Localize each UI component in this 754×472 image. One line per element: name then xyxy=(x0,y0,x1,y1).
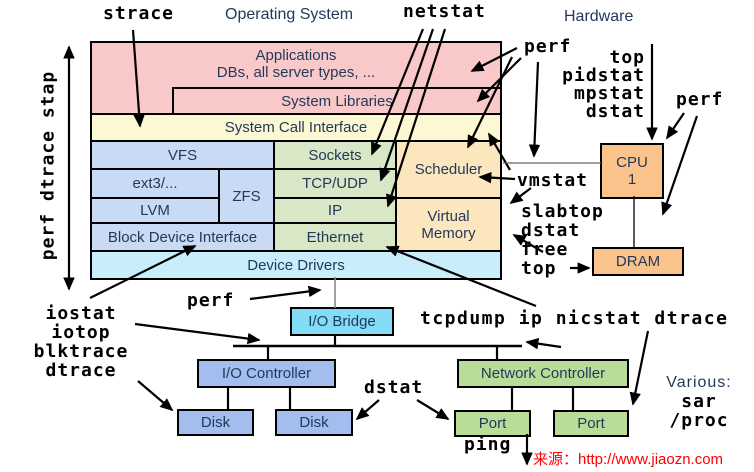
iostat-label: iostat xyxy=(45,303,117,324)
device-drivers-box: Device Drivers xyxy=(90,250,502,280)
tcp-udp-box: TCP/UDP xyxy=(273,168,397,199)
virtual-memory-label-2: Memory xyxy=(421,224,476,242)
applications-label: Applications xyxy=(255,47,337,64)
arrow-perf-bottom-to-bridge-line xyxy=(249,285,322,301)
system-call-interface-box: System Call Interface xyxy=(90,113,502,142)
sar-label: sar xyxy=(681,391,717,412)
vfs-box: VFS xyxy=(90,140,275,170)
disk-left-box: Disk xyxy=(177,409,254,436)
applications-sublabel: DBs, all server types, ... xyxy=(216,64,376,81)
dstat-label: dstat xyxy=(585,101,645,122)
sockets-box: Sockets xyxy=(273,140,397,170)
arrow-perf-to-cpu-line xyxy=(528,61,541,158)
block-device-interface-box: Block Device Interface xyxy=(90,222,275,252)
io-controller-label: I/O Controller xyxy=(221,365,312,382)
network-controller-box: Network Controller xyxy=(457,359,629,388)
dstat-mem-label: dstat xyxy=(521,220,581,241)
ip-box: IP xyxy=(273,197,397,224)
top-mem-label: top xyxy=(521,258,557,279)
ext3-label: ext3/... xyxy=(132,175,178,192)
io-bridge-box: I/O Bridge xyxy=(290,307,394,336)
ip-label: IP xyxy=(327,202,343,219)
arrow-dstat-to-port-left xyxy=(416,399,450,420)
netstat-label: netstat xyxy=(403,1,486,22)
blktrace-label: blktrace xyxy=(33,341,129,362)
disk-left-label: Disk xyxy=(200,414,231,431)
system-call-interface-label: System Call Interface xyxy=(224,119,368,136)
sockets-label: Sockets xyxy=(308,146,362,164)
dram-box: DRAM xyxy=(592,247,684,276)
lvm-box: LVM xyxy=(90,197,220,224)
dstat-bottom-label: dstat xyxy=(364,377,424,398)
arrow-perf-right-to-cpu xyxy=(666,112,685,140)
ping-label: ping xyxy=(464,434,512,455)
cpu-label: CPU xyxy=(616,154,648,171)
perf-bottom-label: perf xyxy=(187,290,235,311)
scheduler-box: Scheduler xyxy=(395,140,502,199)
dtrace-label: dtrace xyxy=(45,360,117,381)
tcp-udp-label: TCP/UDP xyxy=(302,175,368,192)
arrow-dtrace-to-disk-left xyxy=(137,380,174,412)
ethernet-label: Ethernet xyxy=(306,228,364,246)
cpu-tools-stack: top pidstat mpstat dstat xyxy=(540,49,645,121)
cpu-number-label: 1 xyxy=(627,171,637,188)
port-right-label: Port xyxy=(577,415,605,432)
various-tools-stack: Various: sar /proc xyxy=(648,374,750,430)
zfs-box: ZFS xyxy=(218,168,275,224)
cpu-box: CPU 1 xyxy=(600,143,664,199)
arrow-dtrace-to-port-right xyxy=(629,330,650,406)
port-left-label: Port xyxy=(478,415,507,432)
various-label: Various: xyxy=(666,374,732,391)
io-bridge-label: I/O Bridge xyxy=(308,313,376,330)
perf-right-label: perf xyxy=(676,89,724,110)
watermark-source-text: 来源：http://www.jiaozn.com xyxy=(533,451,724,468)
hardware-header: Hardware xyxy=(564,8,634,25)
network-controller-label: Network Controller xyxy=(480,365,606,382)
arrow-dstat-to-disk-right xyxy=(355,399,380,421)
free-label: free xyxy=(521,239,569,260)
ethernet-box: Ethernet xyxy=(273,222,397,252)
memory-tools-stack: slabtop dstat free top xyxy=(521,202,604,278)
port-left-box: Port xyxy=(454,410,531,437)
block-device-interface-label: Block Device Interface xyxy=(107,228,258,246)
arrow-iostat-to-bus xyxy=(134,322,261,345)
ext3-box: ext3/... xyxy=(90,168,220,199)
perf-top-label: perf xyxy=(524,36,572,57)
system-libraries-label: System Libraries xyxy=(281,92,393,110)
slabtop-label: slabtop xyxy=(521,201,604,222)
iotop-label: iotop xyxy=(51,322,111,343)
system-libraries-box: System Libraries xyxy=(172,87,502,115)
strace-label: strace xyxy=(103,3,175,24)
operating-system-header: Operating System xyxy=(225,6,354,23)
network-tools-label: tcpdump ip nicstat dtrace xyxy=(420,308,729,329)
pidstat-label: pidstat xyxy=(562,65,645,86)
virtual-memory-box: Virtual Memory xyxy=(395,197,502,252)
arrow-perf-right-to-dram xyxy=(661,115,699,216)
disk-right-box: Disk xyxy=(275,409,353,436)
zfs-label: ZFS xyxy=(232,187,261,205)
left-tracers-label: perf dtrace stap xyxy=(37,70,59,261)
proc-label: /proc xyxy=(669,410,729,431)
scheduler-label: Scheduler xyxy=(414,161,483,178)
vfs-label: VFS xyxy=(167,146,198,164)
virtual-memory-label-1: Virtual xyxy=(427,207,470,225)
mpstat-label: mpstat xyxy=(573,83,645,104)
dram-label: DRAM xyxy=(615,253,661,270)
top-label: top xyxy=(609,47,645,68)
vmstat-label: vmstat xyxy=(517,170,589,191)
lvm-label: LVM xyxy=(140,202,170,219)
device-drivers-label: Device Drivers xyxy=(247,256,345,274)
io-tools-stack: iostat iotop blktrace dtrace xyxy=(20,304,142,380)
arrow-tcpdump-to-bus xyxy=(525,338,562,350)
disk-right-label: Disk xyxy=(299,414,329,431)
io-controller-box: I/O Controller xyxy=(197,359,336,388)
port-right-box: Port xyxy=(553,410,629,437)
